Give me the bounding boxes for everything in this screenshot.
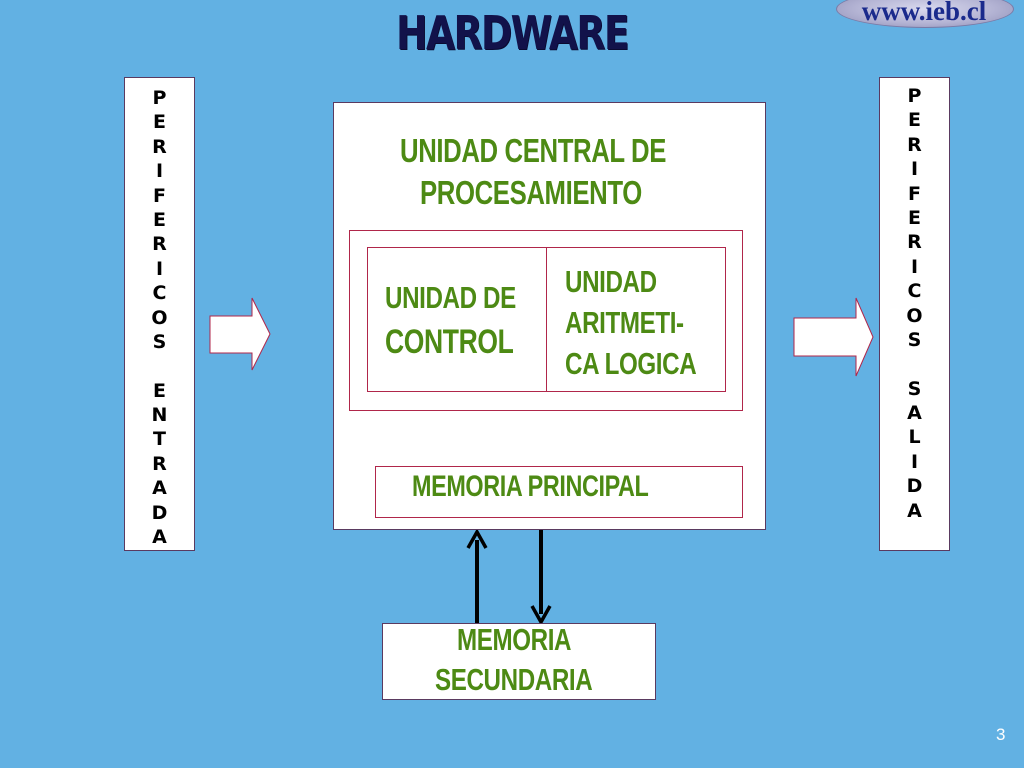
output-peripherals-letter: P xyxy=(907,85,922,107)
input-peripherals-letter: R xyxy=(152,233,167,256)
cpu-title-line1: UNIDAD CENTRAL DE xyxy=(400,132,667,169)
output-peripherals-letter: R xyxy=(907,231,922,254)
input-arrow xyxy=(209,297,271,371)
main-memory-label: MEMORIA PRINCIPAL xyxy=(412,470,649,503)
input-peripherals-letter: R xyxy=(152,452,167,475)
logo-text: www.ieb.cl xyxy=(861,0,987,26)
input-peripherals-letter: E xyxy=(153,379,166,402)
output-peripherals-letter: L xyxy=(908,426,921,449)
input-peripherals-letter: S xyxy=(152,330,167,353)
output-peripherals-letter: E xyxy=(908,109,921,132)
input-peripherals-letter: A xyxy=(152,526,167,549)
output-peripherals-letter: S xyxy=(907,328,922,351)
output-peripherals-letter: D xyxy=(906,475,923,498)
input-peripherals-letter: F xyxy=(153,184,166,207)
output-peripherals-letter: C xyxy=(907,280,922,303)
input-peripherals-letter: N xyxy=(151,404,168,427)
cpu-title-line2: PROCESAMIENTO xyxy=(420,174,642,211)
output-peripherals-letter: I xyxy=(910,450,919,473)
output-peripherals-letter: A xyxy=(907,499,922,522)
input-peripherals-letter: P xyxy=(152,87,167,109)
output-peripherals-letter: O xyxy=(906,304,923,327)
control-unit-box: UNIDAD DE CONTROL xyxy=(367,247,547,392)
input-peripherals-letter: A xyxy=(152,477,167,500)
alu-line2: ARITMETI- xyxy=(565,305,684,340)
input-peripherals-letter: I xyxy=(155,257,164,280)
secondary-memory-box: MEMORIA SECUNDARIA xyxy=(382,622,656,700)
input-peripherals-letter: C xyxy=(152,282,167,305)
secondary-memory-line1: MEMORIA xyxy=(457,622,572,657)
output-peripherals-letter: I xyxy=(910,158,919,181)
output-peripherals-letter: R xyxy=(907,133,922,156)
main-memory-box: MEMORIA PRINCIPAL xyxy=(375,466,743,518)
control-unit-line1: UNIDAD DE xyxy=(385,280,516,315)
alu-box: UNIDAD ARITMETI- CA LOGICA xyxy=(546,247,726,392)
input-peripherals-letter: E xyxy=(153,208,166,231)
input-peripherals-letter: T xyxy=(153,428,166,451)
slide-title: HARDWARE xyxy=(396,6,630,60)
page-number: 3 xyxy=(996,725,1006,744)
secondary-memory-line2: SECUNDARIA xyxy=(435,662,593,697)
input-peripherals-letter: D xyxy=(151,501,168,524)
output-peripherals-letter: I xyxy=(910,255,919,278)
input-peripherals-letter: R xyxy=(152,135,167,158)
output-arrow xyxy=(793,297,874,377)
input-peripherals-letter: O xyxy=(151,306,168,329)
input-peripherals-letter: E xyxy=(153,111,166,134)
output-peripherals-letter: A xyxy=(907,402,922,425)
output-peripherals-letter: F xyxy=(908,182,921,205)
alu-line1: UNIDAD xyxy=(565,264,657,299)
output-peripherals-letter: E xyxy=(908,206,921,229)
input-peripherals-letter: I xyxy=(155,160,164,183)
alu-line3: CA LOGICA xyxy=(565,346,697,381)
output-peripherals-letter: S xyxy=(907,377,922,400)
control-unit-line2: CONTROL xyxy=(385,323,514,361)
